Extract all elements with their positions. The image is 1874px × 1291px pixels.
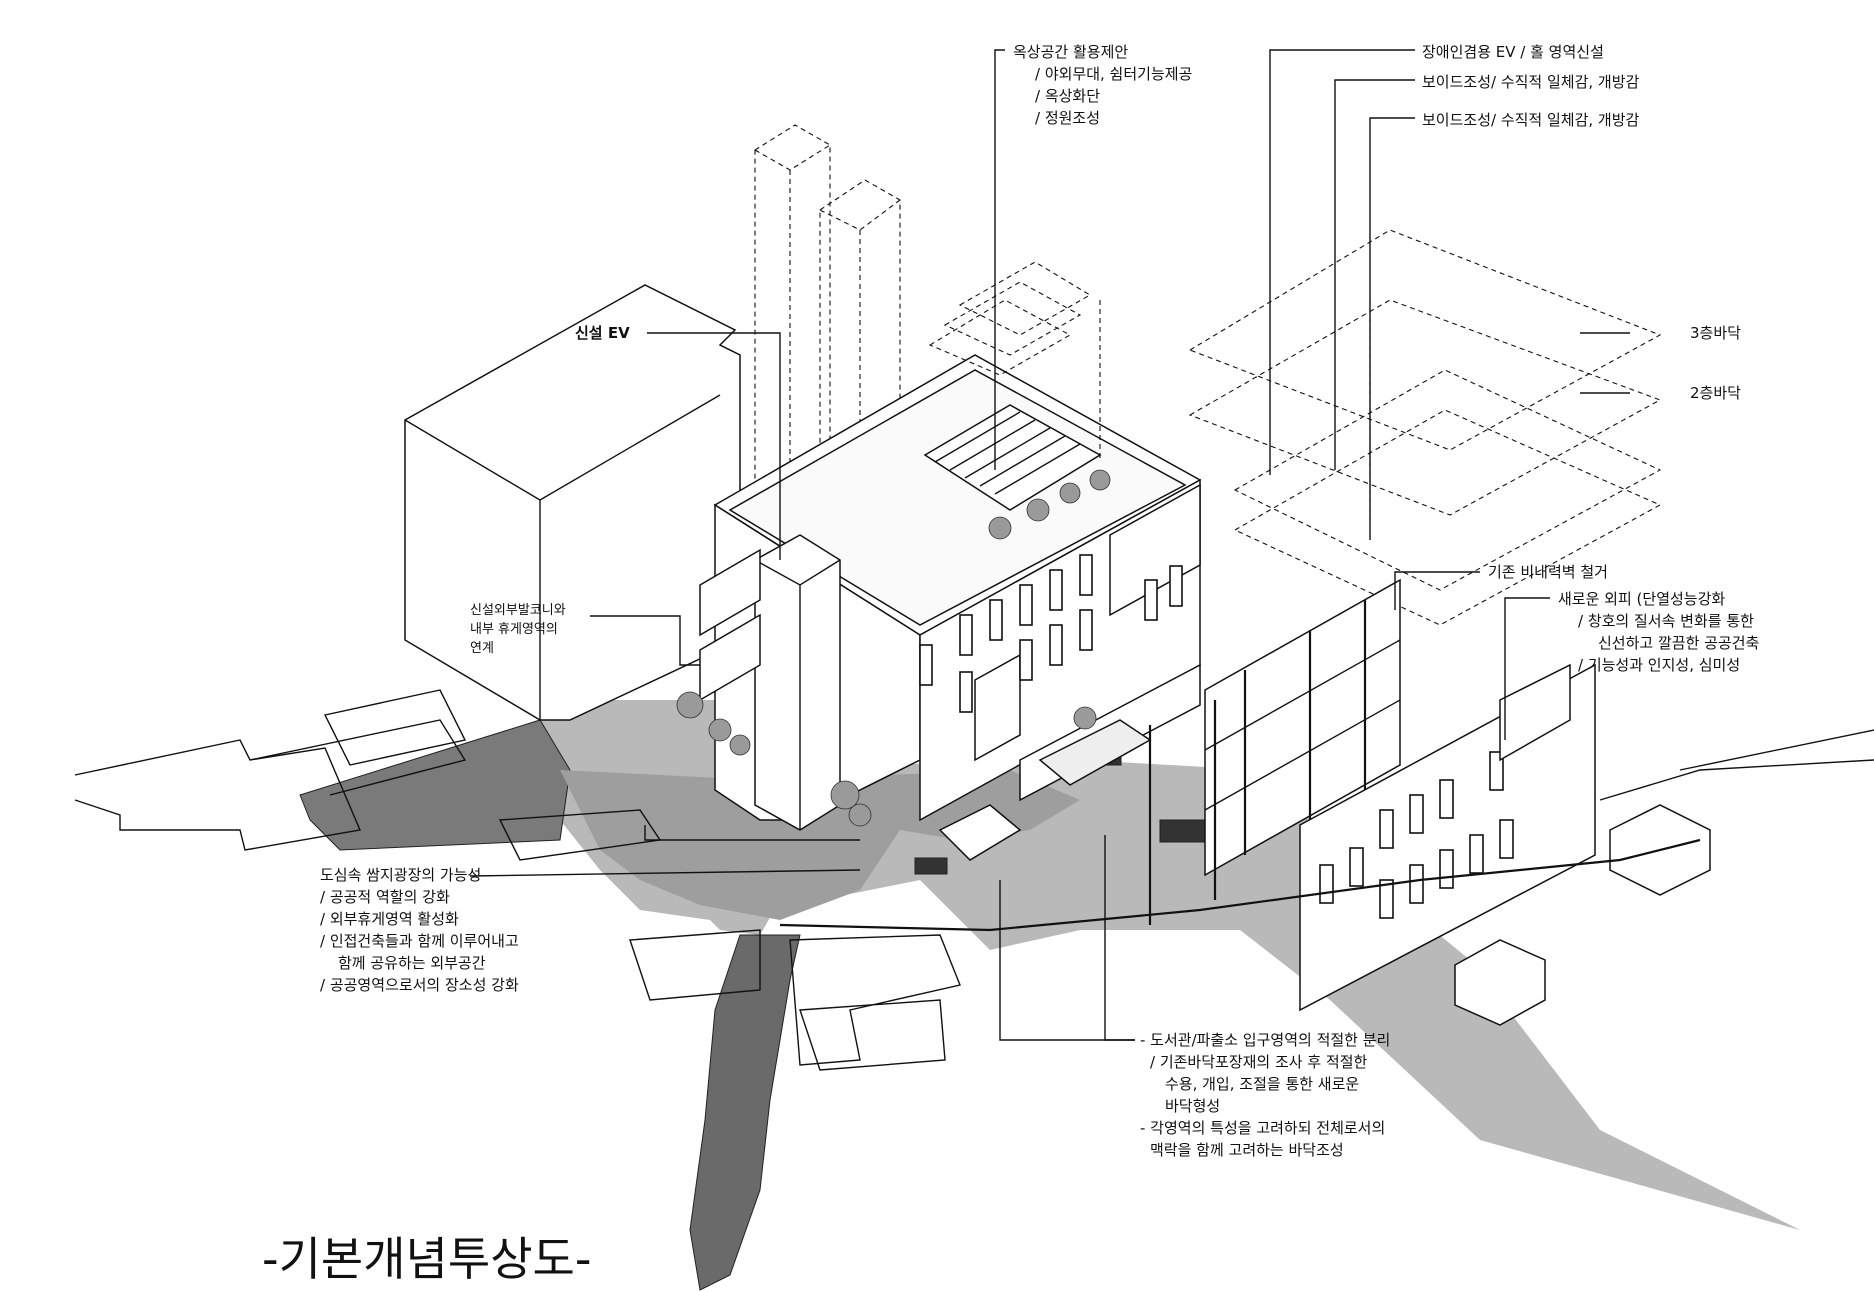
ground-tree-icon bbox=[830, 780, 860, 810]
label-line: / 공공영역으로서의 장소성 강화 bbox=[320, 976, 519, 994]
neighbor-site-outlines bbox=[74, 689, 961, 1071]
label-line: / 기존바닥포장재의 조사 후 적절한 bbox=[1150, 1053, 1368, 1071]
label-floor-3: 3층바닥 bbox=[1690, 324, 1741, 342]
label-new-ev: 신설 EV bbox=[575, 324, 630, 342]
label-line: / 옥상화단 bbox=[1035, 87, 1100, 105]
label-wall-removal: 기존 비내력벽 철거 bbox=[1488, 563, 1608, 581]
exploded-floor-slabs bbox=[928, 229, 1662, 626]
label-plaza: 도심속 쌈지광장의 가능성 / 공공적 역할의 강화 / 외부휴게영역 활성화 … bbox=[320, 866, 519, 994]
label-line: 내부 휴게영역의 bbox=[470, 622, 558, 637]
rooftop-tree-icon bbox=[1059, 482, 1081, 504]
label-line: 도심속 쌈지광장의 가능성 bbox=[320, 866, 481, 884]
label-new-skin: 새로운 외피 (단열성능강화 / 창호의 질서속 변화를 통한 신선하고 깔끔한… bbox=[1558, 590, 1759, 674]
label-line: - 도서관/파출소 입구영역의 적절한 분리 bbox=[1140, 1031, 1390, 1049]
rooftop-tree-icon bbox=[988, 516, 1012, 540]
label-line: 새로운 외피 (단열성능강화 bbox=[1558, 590, 1725, 608]
rooftop-tree-icon bbox=[1026, 498, 1050, 522]
label-line: / 정원조성 bbox=[1035, 109, 1100, 127]
label-balcony: 신설외부발코니와 내부 휴게영역의 연계 bbox=[470, 603, 566, 656]
ground-tree-icon bbox=[1073, 706, 1097, 730]
label-line: 신설외부발코니와 bbox=[470, 603, 566, 618]
neighbor-building-left bbox=[404, 284, 741, 721]
label-line: 수용, 개입, 조절을 통한 새로운 bbox=[1165, 1075, 1359, 1093]
label-line: 신선하고 깔끔한 공공건축 bbox=[1598, 634, 1759, 652]
label-line: 함께 공유하는 외부공간 bbox=[338, 954, 486, 972]
label-line: 바닥형성 bbox=[1165, 1097, 1220, 1115]
exploded-facade bbox=[779, 578, 1874, 1026]
ground-tree-icon bbox=[729, 734, 751, 756]
label-line: / 기능성과 인지성, 심미성 bbox=[1578, 656, 1740, 674]
label-line: / 야외무대, 쉼터기능제공 bbox=[1035, 65, 1192, 83]
diagram-title: -기본개념투상도- bbox=[262, 1232, 591, 1286]
ground-tree-icon bbox=[848, 803, 872, 827]
ground-tree-icon bbox=[676, 691, 704, 719]
label-rooftop: 옥상공간 활용제안 / 야외무대, 쉼터기능제공 / 옥상화단 / 정원조성 bbox=[1013, 43, 1192, 127]
leader-lines bbox=[469, 49, 1630, 1041]
facade-windows bbox=[919, 554, 1183, 713]
label-line: / 외부휴게영역 활성화 bbox=[320, 910, 459, 928]
label-entrance: - 도서관/파출소 입구영역의 적절한 분리 / 기존바닥포장재의 조사 후 적… bbox=[1140, 1031, 1390, 1159]
main-building bbox=[676, 354, 1202, 861]
rooftop-tree-icon bbox=[1089, 469, 1111, 491]
label-line: 맥락을 함께 고려하는 바닥조성 bbox=[1150, 1141, 1344, 1159]
label-line: 연계 bbox=[470, 641, 494, 656]
label-line: 옥상공간 활용제안 bbox=[1013, 43, 1128, 61]
label-floor-2: 2층바닥 bbox=[1690, 384, 1741, 402]
label-line: / 인접건축들과 함께 이루어내고 bbox=[320, 932, 519, 950]
label-void-2: 보이드조성/ 수직적 일체감, 개방감 bbox=[1422, 111, 1640, 129]
label-line: / 창호의 질서속 변화를 통한 bbox=[1578, 612, 1754, 630]
ground-tree-icon bbox=[708, 718, 732, 742]
label-line: - 각영역의 특성을 고려하되 전체로서의 bbox=[1140, 1119, 1385, 1137]
label-line: / 공공적 역할의 강화 bbox=[320, 888, 450, 906]
label-void-1: 보이드조성/ 수직적 일체감, 개방감 bbox=[1422, 73, 1640, 91]
label-accessible-ev: 장애인겸용 EV / 홀 영역신설 bbox=[1422, 43, 1604, 61]
